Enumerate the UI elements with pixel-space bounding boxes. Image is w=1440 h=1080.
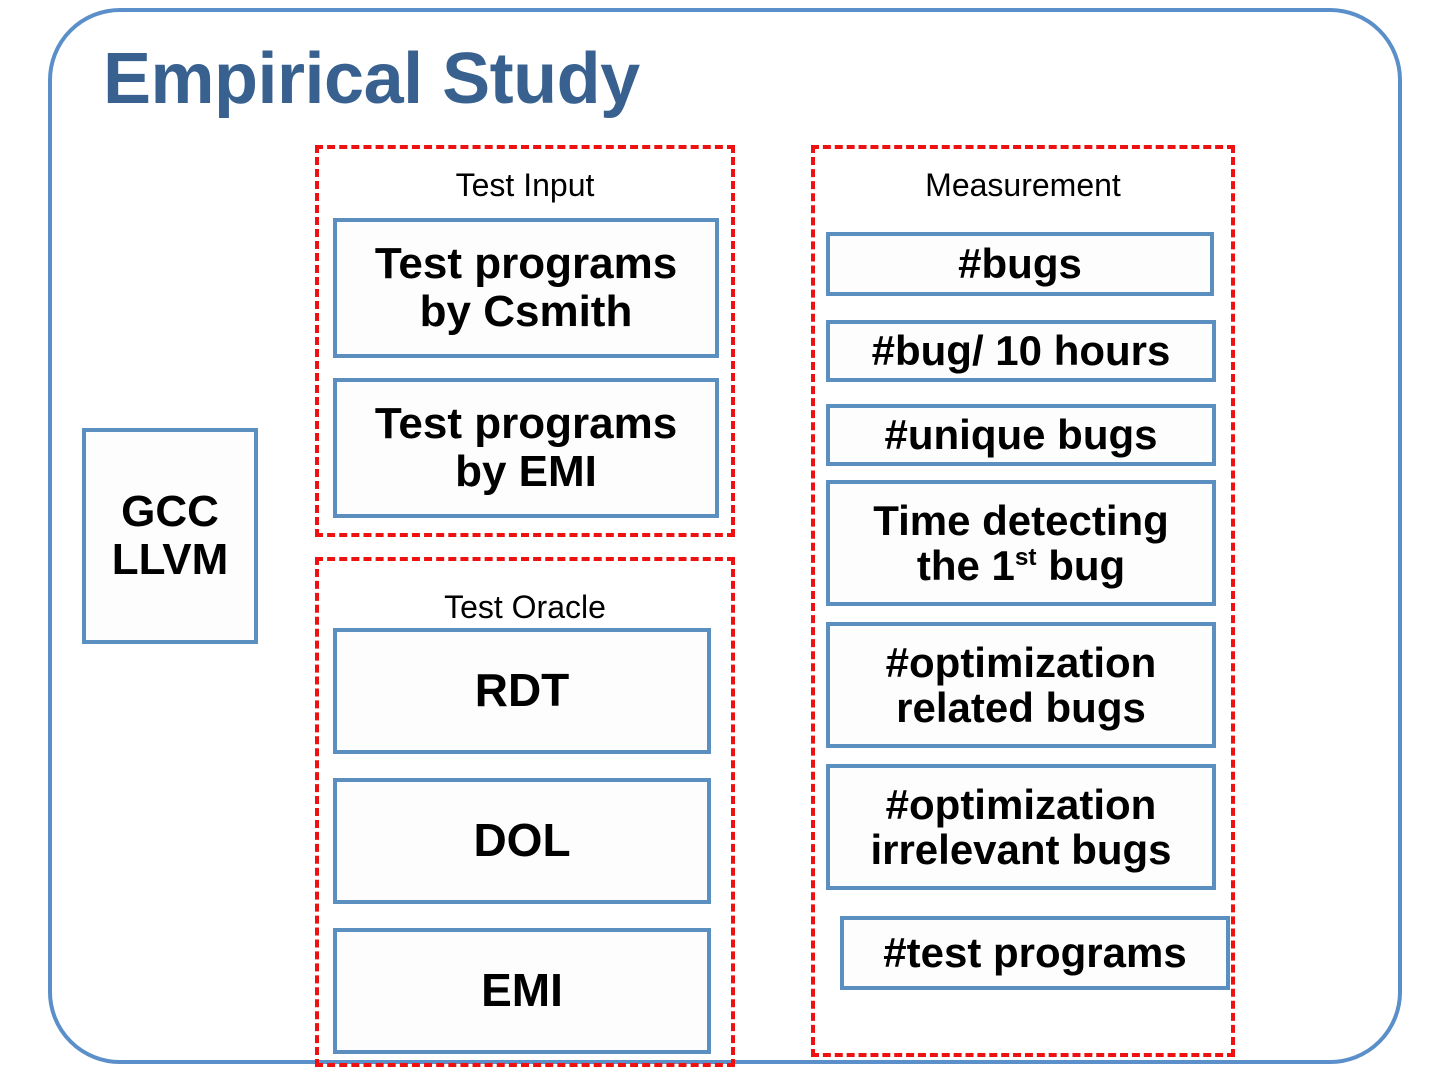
box-rdt[interactable]: RDT (333, 628, 711, 754)
emi-input-line2: by EMI (455, 447, 597, 496)
box-dol[interactable]: DOL (333, 778, 711, 904)
time1st-line2-post: bug (1036, 542, 1126, 589)
box-bugs-per-10-hours[interactable]: #bug/ 10 hours (826, 320, 1216, 382)
group-test-input: Test Input (315, 145, 735, 537)
opt-irrelevant-line2: irrelevant bugs (870, 826, 1172, 873)
box-test-programs-count[interactable]: #test programs (840, 916, 1230, 990)
box-bugs-count[interactable]: #bugs (826, 232, 1214, 296)
time1st-line2-pre: the 1 (916, 542, 1015, 589)
page-title: Empirical Study (103, 39, 640, 119)
time1st-line1: Time detecting (873, 496, 1169, 544)
opt-related-line2: related bugs (896, 684, 1146, 731)
llvm-line: LLVM (111, 535, 229, 584)
opt-irrelevant-line1: #optimization (885, 780, 1157, 828)
box-test-programs-count-text: #test programs (883, 929, 1187, 977)
box-dol-text: DOL (473, 814, 571, 867)
group-test-oracle: Test Oracle (315, 557, 735, 1067)
csmith-line2: by Csmith (419, 287, 633, 336)
outer-rounded-frame (48, 8, 1402, 1064)
time1st-ordinal-suffix: st (1014, 544, 1037, 571)
box-unique-bugs[interactable]: #unique bugs (826, 404, 1216, 466)
box-unique-bugs-text: #unique bugs (884, 411, 1158, 459)
box-emi-text: EMI (481, 964, 563, 1017)
group-label-test-input: Test Input (455, 167, 595, 203)
gcc-line: GCC (121, 487, 219, 537)
box-rdt-text: RDT (474, 664, 570, 717)
box-bugs-count-text: #bugs (958, 240, 1082, 288)
group-label-test-oracle: Test Oracle (444, 589, 606, 625)
box-emi[interactable]: EMI (333, 928, 711, 1054)
emi-input-line1: Test programs (374, 399, 678, 449)
box-bugs-per-10-hours-text: #bug/ 10 hours (871, 327, 1171, 375)
group-label-measurement: Measurement (925, 167, 1121, 203)
csmith-line1: Test programs (374, 239, 678, 289)
opt-related-line1: #optimization (885, 638, 1157, 686)
group-measurement: Measurement (811, 145, 1235, 1057)
